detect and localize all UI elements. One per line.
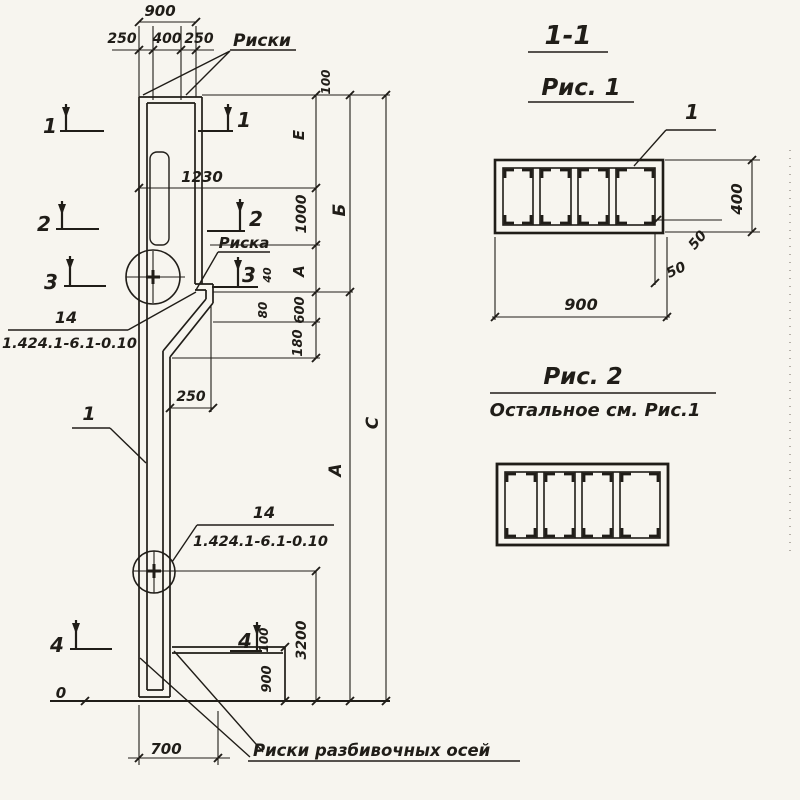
dim-250-right: 250 <box>184 31 213 47</box>
anchor-series-upper: 1.424.1-6.1-0.10 <box>2 336 137 352</box>
dim-600: 600 <box>293 296 308 323</box>
dim-900-bottom: 900 <box>260 665 275 692</box>
embed-marks <box>125 249 185 594</box>
fig2-rib-dividers <box>536 472 621 538</box>
dimension-lines <box>80 17 391 765</box>
dim-40-step: 40 <box>261 267 274 284</box>
fig1-rib-dividers <box>532 168 617 225</box>
dim-100-bottom: 100 <box>257 627 271 652</box>
fig1-caption: Рис. 1 <box>541 75 620 101</box>
column-slot <box>149 151 170 246</box>
fig1-dim-50-b: 50 <box>664 259 689 282</box>
section-mark-1-right: 1 <box>237 108 251 132</box>
dim-B: Б <box>330 203 350 216</box>
fig2-note: Остальное см. Рис.1 <box>490 400 701 421</box>
section-mark-4-right: 4 <box>237 629 252 653</box>
fig2-rebar-hooks <box>505 472 660 538</box>
section-mark-1-left: 1 <box>43 114 57 138</box>
dim-1230: 1230 <box>181 168 223 186</box>
section-mark-3-left: 3 <box>44 270 58 294</box>
dim-900-top: 900 <box>144 2 175 20</box>
dim-A-lower: А <box>326 463 346 478</box>
dimension-ticks <box>80 17 391 763</box>
pos-label-1: 1 <box>82 403 95 425</box>
section-mark-2-right: 2 <box>249 207 263 231</box>
fig1-pos-label: 1 <box>685 100 699 124</box>
fig1-dim-50-a: 50 <box>686 228 711 253</box>
dim-A-upper: А <box>290 265 308 278</box>
fig1-section-title: 1-1 <box>545 21 592 51</box>
fig1-outer-contour <box>493 158 665 235</box>
fig1-dim-900: 900 <box>564 295 597 314</box>
dim-3200: 3200 <box>294 620 310 659</box>
anchor-ref-lower: 14 <box>253 503 275 522</box>
anchor-ref-upper: 14 <box>55 308 77 327</box>
dim-E: Е <box>290 129 308 140</box>
fig2-outer-contour <box>495 462 670 547</box>
fig2-caption: Рис. 2 <box>543 364 622 390</box>
dim-400-top: 400 <box>151 31 181 47</box>
dim-180: 180 <box>291 329 306 356</box>
dim-100-top: 100 <box>319 69 333 94</box>
fig1-dim-400: 400 <box>728 183 746 215</box>
fig1-inner-contour <box>502 167 656 226</box>
section-mark-3-right: 3 <box>242 263 256 287</box>
level-zero-mark: 0 <box>56 684 66 702</box>
fig2-section-view <box>490 392 716 547</box>
dim-250-left: 250 <box>107 31 136 47</box>
label-riski-top: Риски <box>233 31 291 51</box>
label-riska-mid: Риска <box>219 234 270 252</box>
dim-700: 700 <box>150 740 181 758</box>
section-arrowheads <box>58 107 261 636</box>
dim-1000: 1000 <box>294 194 310 233</box>
anchor-series-lower: 1.424.1-6.1-0.10 <box>193 534 328 550</box>
fig1-rebar-hooks <box>503 168 655 225</box>
dim-80-step: 80 <box>256 302 270 319</box>
leader-lines <box>8 49 520 762</box>
section-mark-2-left: 2 <box>37 212 51 236</box>
section-cut-marks <box>56 104 262 652</box>
section-mark-4-left: 4 <box>49 633 64 657</box>
dim-C: С <box>363 416 383 429</box>
fig1-section-view <box>490 51 760 322</box>
column-outline <box>50 96 390 702</box>
dim-250-step: 250 <box>176 389 205 405</box>
label-riski-axes: Риски разбивочных осей <box>253 741 491 760</box>
